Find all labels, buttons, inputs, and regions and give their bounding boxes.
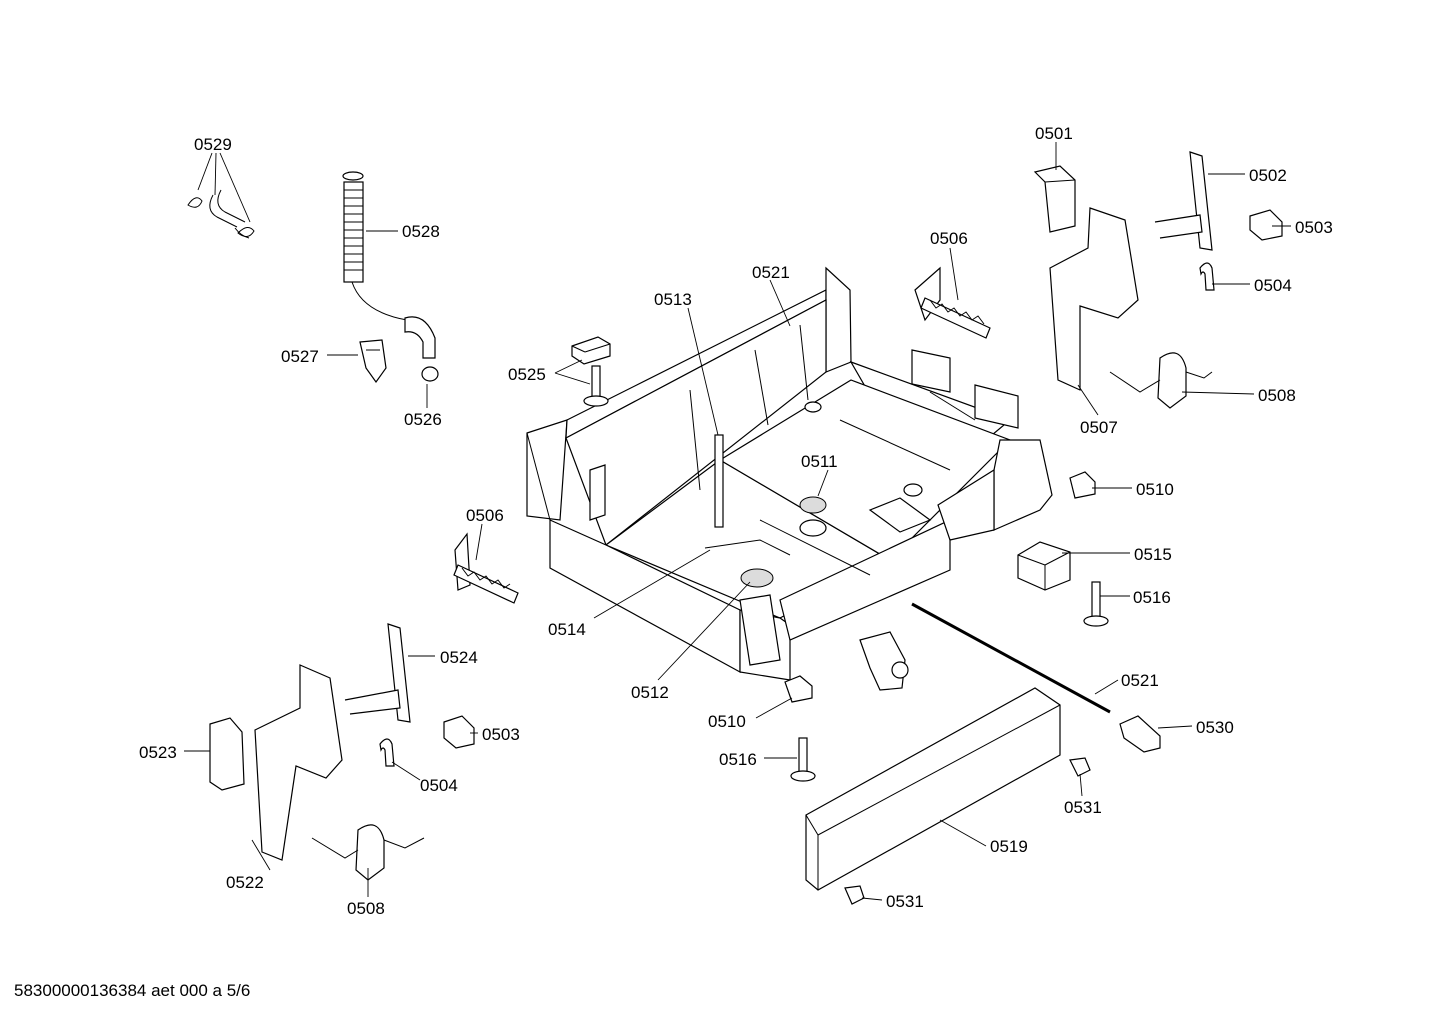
label-0504-lower: 0504 (420, 776, 458, 795)
label-0526: 0526 (404, 410, 442, 429)
label-0523: 0523 (139, 743, 177, 762)
screw-lower-part (844, 885, 865, 905)
label-0503-lower: 0503 (482, 725, 520, 744)
label-0527: 0527 (281, 347, 319, 366)
valve-cover-part (1017, 541, 1071, 591)
clip-upper-part (1199, 262, 1215, 291)
label-0521-rod: 0521 (1121, 671, 1159, 690)
hinge-plate-upper-part (1049, 207, 1139, 391)
knob-part (1119, 715, 1161, 753)
label-0501: 0501 (1035, 124, 1073, 143)
label-0531-upper: 0531 (1064, 798, 1102, 817)
rod-part (911, 602, 1111, 714)
label-0515: 0515 (1134, 545, 1172, 564)
hinge-spring-upper-part (914, 266, 991, 339)
label-0506-upper: 0506 (930, 229, 968, 248)
label-0507: 0507 (1080, 418, 1118, 437)
label-0524: 0524 (440, 648, 478, 667)
label-0516-lower: 0516 (719, 750, 757, 769)
label-0511: 0511 (801, 452, 838, 471)
label-0503-upper: 0503 (1295, 218, 1333, 237)
label-0508-lower: 0508 (347, 899, 385, 918)
base-tub-part (526, 266, 1053, 681)
door-switch-lower-part (311, 824, 425, 881)
screw-upper-part (1069, 757, 1091, 777)
hose-bracket-part (359, 339, 387, 384)
hinge-bracket-lower-part (344, 623, 411, 723)
wire-connector-part (911, 349, 1019, 429)
label-0504-upper: 0504 (1254, 276, 1292, 295)
label-0519: 0519 (990, 837, 1028, 856)
clip-lower-part (379, 738, 395, 767)
inlet-valve-part (859, 631, 909, 691)
door-switch-upper-part (1109, 352, 1213, 409)
label-0522: 0522 (226, 873, 264, 892)
leveling-foot-upper-part (1083, 581, 1109, 627)
cap-and-screw-part (571, 336, 611, 407)
label-0510-upper: 0510 (1136, 480, 1174, 499)
label-0531-lower: 0531 (886, 892, 924, 911)
label-0529: 0529 (194, 135, 232, 154)
mounting-clip-lower-part (784, 675, 813, 703)
mounting-clip-upper-part (1069, 471, 1096, 499)
hose-clamp-part (187, 189, 255, 239)
drain-hose-part (342, 171, 439, 382)
label-0510-lower: 0510 (708, 712, 746, 731)
leader-lines (184, 142, 1291, 901)
hinge-cover-lower-part (209, 717, 245, 791)
label-0516-upper: 0516 (1133, 588, 1171, 607)
label-0506-lower: 0506 (466, 506, 504, 525)
end-cap-upper-part (1249, 209, 1283, 241)
label-0514: 0514 (548, 620, 586, 639)
label-0528: 0528 (402, 222, 440, 241)
label-0512: 0512 (631, 683, 669, 702)
label-0521-tub: 0521 (752, 263, 790, 282)
kick-plate-part (805, 687, 1061, 891)
label-0525: 0525 (508, 365, 546, 384)
label-0502: 0502 (1249, 166, 1287, 185)
hinge-cover-part (1033, 165, 1076, 233)
label-0513: 0513 (654, 290, 692, 309)
leveling-foot-lower-part (790, 737, 816, 782)
label-0508-upper: 0508 (1258, 386, 1296, 405)
end-cap-lower-part (443, 715, 475, 749)
label-0530: 0530 (1196, 718, 1234, 737)
hinge-bracket-upper-part (1154, 151, 1213, 251)
document-code: 58300000136384 aet 000 a 5/6 (14, 981, 251, 1000)
hinge-spring-lower-part (453, 532, 519, 604)
hinge-plate-lower-part (254, 664, 343, 861)
